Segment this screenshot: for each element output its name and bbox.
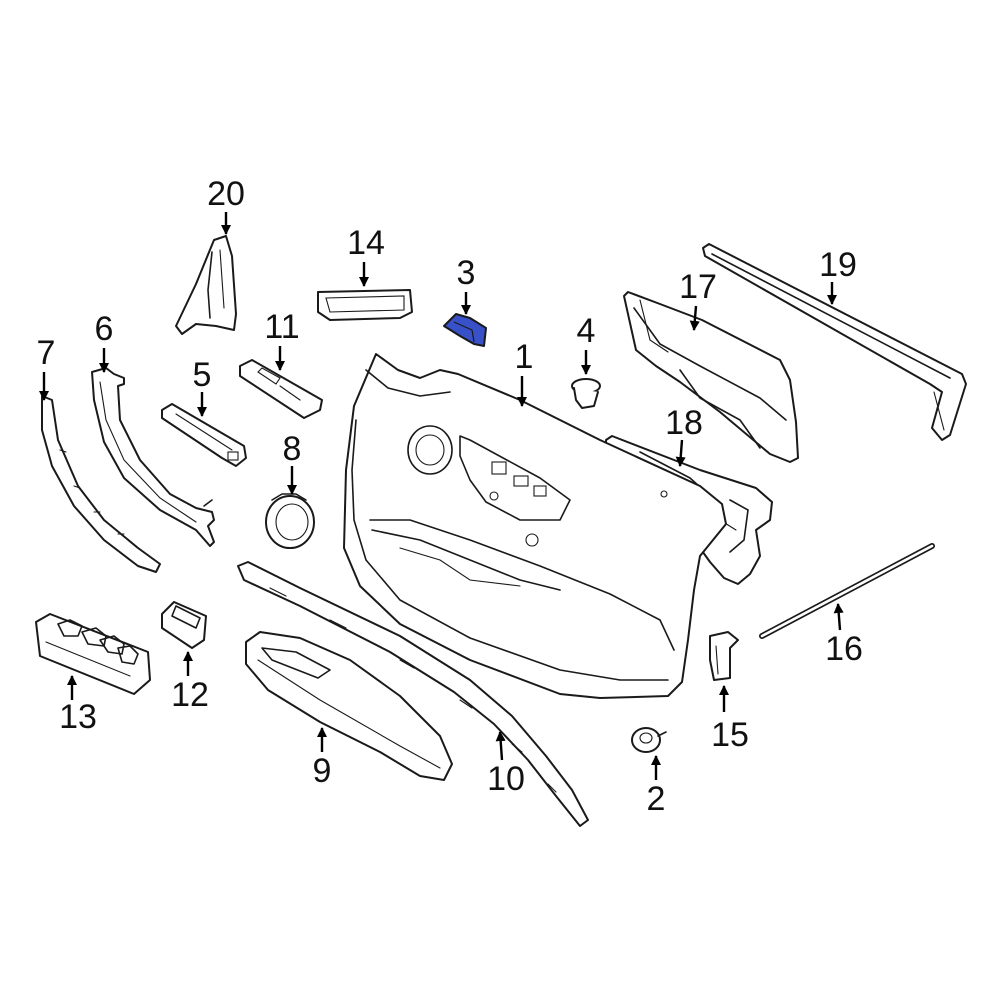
callout-6: 6 — [95, 310, 114, 348]
callout-5: 5 — [193, 356, 212, 394]
callout-12: 12 — [171, 676, 209, 714]
callout-18: 18 — [665, 404, 703, 442]
callout-16: 16 — [825, 630, 863, 668]
part-12-single-switch — [161, 601, 207, 649]
part-11-switch-trim — [239, 359, 323, 419]
part-1-door-trim-panel — [343, 353, 727, 699]
callout-9: 9 — [313, 752, 332, 790]
part-19-window-trim-strip — [702, 243, 967, 441]
callout-11: 11 — [264, 308, 299, 346]
leader-16 — [833, 602, 844, 631]
leader-arrows — [38, 212, 844, 780]
part-2-push-pin — [631, 727, 667, 753]
part-17-upper-panel-insert — [623, 291, 799, 463]
part-5-switch — [161, 403, 247, 467]
callout-14: 14 — [347, 224, 385, 262]
leader-17 — [689, 305, 700, 332]
part-6-curved-trim — [91, 367, 215, 547]
callout-8: 8 — [283, 430, 302, 468]
part-3-clip-highlighted — [443, 313, 487, 347]
part-10-lower-trim-strip — [237, 561, 589, 827]
callout-3: 3 — [457, 254, 476, 292]
callout-15: 15 — [711, 716, 749, 754]
part-15-bracket — [709, 631, 739, 681]
part-14-storage-tray — [317, 289, 413, 321]
part-9-armrest-pad — [245, 631, 453, 781]
part-8-speaker-grille — [265, 493, 315, 549]
part-13-window-switch-block — [35, 613, 151, 695]
part-20-pillar-trim — [175, 235, 237, 335]
part-16-seal-rod — [759, 543, 935, 639]
callout-4: 4 — [577, 312, 596, 350]
callout-10: 10 — [487, 760, 525, 798]
callout-labels: 20 14 3 4 1 17 19 18 11 5 6 7 8 13 12 9 … — [37, 175, 863, 818]
callout-7: 7 — [37, 334, 56, 372]
leader-18 — [675, 439, 686, 468]
callout-19: 19 — [819, 246, 857, 284]
callout-2: 2 — [647, 780, 666, 818]
callout-13: 13 — [59, 698, 97, 736]
callout-1: 1 — [515, 338, 534, 376]
callout-20: 20 — [207, 175, 245, 213]
leader-10 — [495, 730, 506, 761]
callout-17: 17 — [679, 268, 717, 306]
part-4-push-retainer — [571, 378, 601, 409]
part-7-outer-trim-strip — [41, 395, 161, 573]
